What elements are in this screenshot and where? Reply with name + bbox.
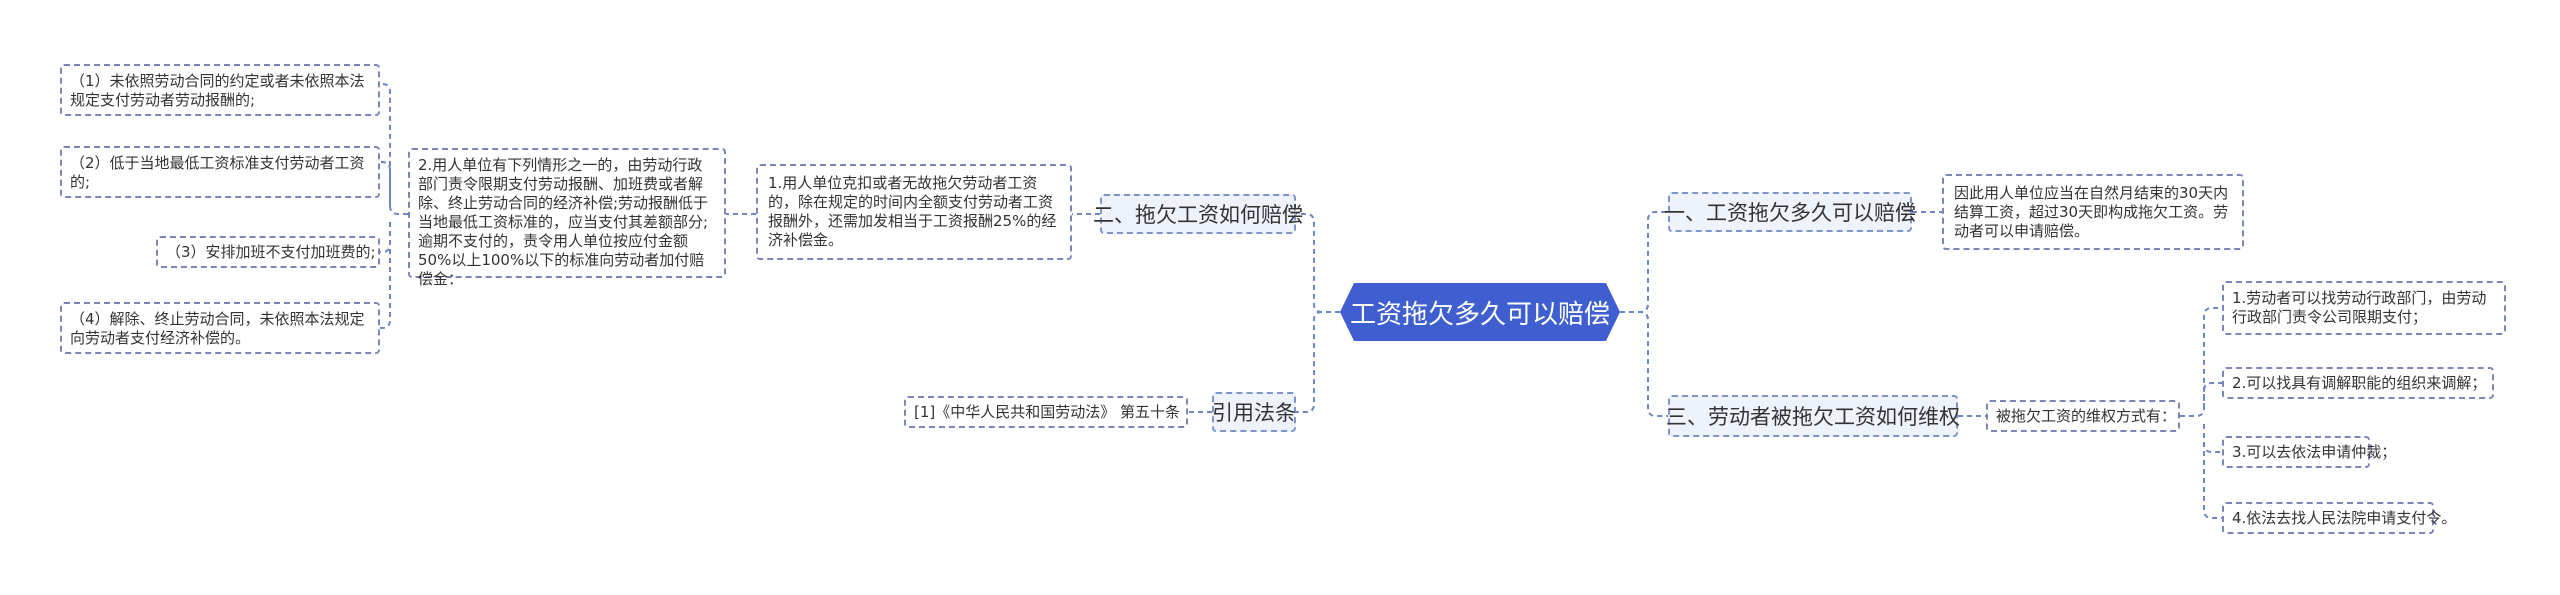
item-text: 4.依法去找人民法院申请支付令。 <box>2232 509 2457 527</box>
item-text: 1.劳动者可以找劳动行政部门，由劳动行政部门责令公司限期支付； <box>2232 289 2487 326</box>
detail-compensation-1: 1.用人单位克扣或者无故拖欠劳动者工资的，除在规定的时间内全额支付劳动者工资报酬… <box>756 164 1072 260</box>
item-text: 2.可以找具有调解职能的组织来调解； <box>2232 374 2487 392</box>
case-item: （4）解除、终止劳动合同，未依照本法规定向劳动者支付经济补偿的。 <box>60 302 380 354</box>
intro-text: 被拖欠工资的维权方式有： <box>1996 407 2177 425</box>
detail-text: 因此用人单位应当在自然月结束的30天内结算工资，超过30天即构成拖欠工资。劳动者… <box>1954 184 2229 240</box>
link-root-right1 <box>1620 211 1668 313</box>
root-node[interactable]: 工资拖欠多久可以赔偿 <box>1340 283 1620 341</box>
link-intro-items <box>2180 307 2222 417</box>
branch-label: 二、拖欠工资如何赔偿 <box>1093 203 1303 227</box>
link-detail2-cases <box>380 83 408 215</box>
branch-label: 一、工资拖欠多久可以赔偿 <box>1664 201 1916 225</box>
detail-cited-law: [1]《中华人民共和国劳动法》 第五十条 <box>904 396 1188 428</box>
detail-text: 1.用人单位克扣或者无故拖欠劳动者工资的，除在规定的时间内全额支付劳动者工资报酬… <box>768 174 1057 249</box>
branch-cited-law[interactable]: 引用法条 <box>1212 392 1296 432</box>
list-item: 3.可以去依法申请仲裁； <box>2222 436 2396 468</box>
case-item: （2）低于当地最低工资标准支付劳动者工资的; <box>60 146 380 198</box>
branch-wage-delay-duration[interactable]: 一、工资拖欠多久可以赔偿 <box>1664 192 1916 232</box>
branch-rights-protection[interactable]: 三、劳动者被拖欠工资如何维权 <box>1666 395 1960 437</box>
branch-wage-compensation[interactable]: 二、拖欠工资如何赔偿 <box>1093 194 1303 234</box>
branch-label: 引用法条 <box>1212 401 1296 425</box>
root-label: 工资拖欠多久可以赔偿 <box>1349 299 1610 330</box>
detail-wage-delay-duration: 因此用人单位应当在自然月结束的30天内结算工资，超过30天即构成拖欠工资。劳动者… <box>1942 174 2244 250</box>
detail-compensation-2: 2.用人单位有下列情形之一的，由劳动行政部门责令限期支付劳动报酬、加班费或者解除… <box>408 148 726 288</box>
branch-label: 三、劳动者被拖欠工资如何维权 <box>1666 405 1960 429</box>
link-root-left2 <box>1296 311 1340 413</box>
case-item: （1）未依照劳动合同的约定或者未依照本法规定支付劳动者劳动报酬的; <box>60 64 380 116</box>
list-item: 2.可以找具有调解职能的组织来调解； <box>2222 367 2494 399</box>
detail-text: [1]《中华人民共和国劳动法》 第五十条 <box>914 403 1181 421</box>
case-text: （2）低于当地最低工资标准支付劳动者工资的; <box>70 154 365 191</box>
detail-text: 2.用人单位有下列情形之一的，由劳动行政部门责令限期支付劳动报酬、加班费或者解除… <box>418 156 709 288</box>
case-text: （3）安排加班不支付加班费的; <box>166 243 376 261</box>
case-text: （4）解除、终止劳动合同，未依照本法规定向劳动者支付经济补偿的。 <box>70 310 365 347</box>
link-root-right2 <box>1620 311 1668 417</box>
rights-intro: 被拖欠工资的维权方式有： <box>1986 400 2180 432</box>
list-item: 1.劳动者可以找劳动行政部门，由劳动行政部门责令公司限期支付； <box>2222 281 2506 335</box>
case-text: （1）未依照劳动合同的约定或者未依照本法规定支付劳动者劳动报酬的; <box>70 72 365 109</box>
item-text: 3.可以去依法申请仲裁； <box>2232 443 2397 461</box>
list-item: 4.依法去找人民法院申请支付令。 <box>2222 502 2456 534</box>
case-item: （3）安排加班不支付加班费的; <box>156 236 380 268</box>
